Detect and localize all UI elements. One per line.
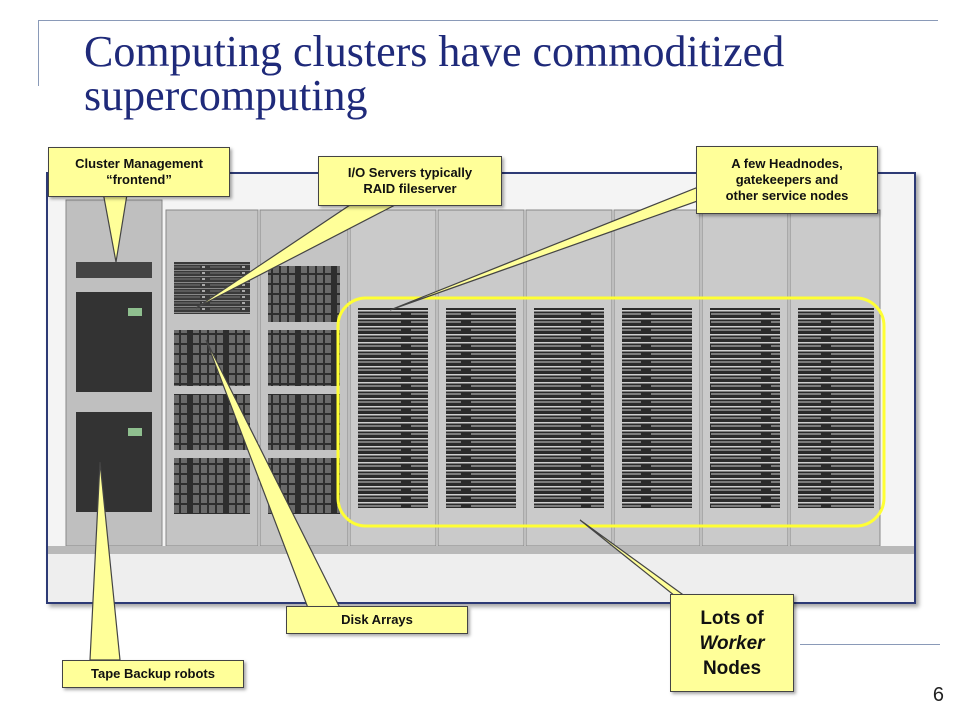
- callout-line: Tape Backup robots: [90, 666, 215, 681]
- slide-title: Computing clusters have commoditized sup…: [84, 27, 785, 120]
- callout-tape-backup: Tape Backup robots: [62, 660, 244, 688]
- callout-line: Disk Arrays: [341, 612, 413, 627]
- callout-line: other service nodes: [725, 188, 849, 203]
- server-racks-illustration: [48, 174, 914, 602]
- top-rule: [38, 20, 938, 21]
- left-rule: [38, 20, 39, 86]
- callout-worker-nodes: Lots of Worker Nodes: [670, 594, 794, 692]
- callout-line: gatekeepers and: [735, 172, 839, 187]
- callout-line: Cluster Management: [75, 156, 203, 171]
- callout-line: “frontend”: [106, 172, 172, 187]
- callout-line: RAID fileserver: [363, 181, 457, 196]
- cluster-photo: [46, 172, 916, 604]
- callout-line: Lots of: [700, 607, 764, 629]
- callout-line: Worker: [699, 632, 765, 654]
- callout-headnodes: A few Headnodes, gatekeepers and other s…: [696, 146, 878, 214]
- callout-io-servers: I/O Servers typically RAID fileserver: [318, 156, 502, 206]
- callout-line: I/O Servers typically: [347, 165, 473, 180]
- slide-number: 6: [932, 684, 944, 706]
- callout-disk-arrays: Disk Arrays: [286, 606, 468, 634]
- callout-line: A few Headnodes,: [731, 156, 843, 171]
- callout-line: Nodes: [702, 657, 762, 679]
- bottom-rule: [800, 644, 940, 645]
- callout-cluster-management: Cluster Management “frontend”: [48, 147, 230, 197]
